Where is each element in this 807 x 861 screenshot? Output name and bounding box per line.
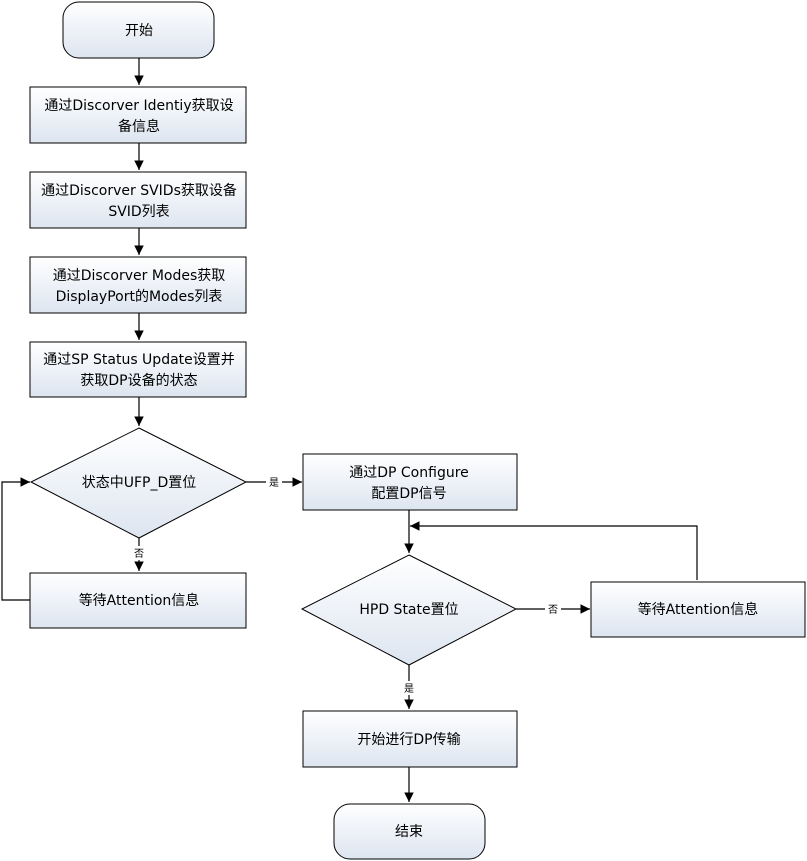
- edge-label-hpd-no: 否: [548, 604, 558, 616]
- node-start-label: 开始: [125, 23, 153, 39]
- edge-label-ufp-yes: 是: [269, 477, 279, 489]
- node-start: 开始: [62, 1, 215, 59]
- node-step3-line1: 通过Discorver Modes获取: [53, 268, 226, 284]
- edge-label-ufp-no: 否: [134, 548, 144, 560]
- edge-label-hpd-yes: 是: [404, 683, 414, 695]
- node-wait-left: 等待Attention信息: [29, 572, 247, 629]
- node-transfer-label: 开始进行DP传输: [357, 732, 460, 748]
- node-step3-line2: DisplayPort的Modes列表: [56, 289, 223, 305]
- node-step3: 通过Discorver Modes获取 DisplayPort的Modes列表: [29, 256, 247, 314]
- node-step4-line1: 通过SP Status Update设置并: [43, 352, 235, 368]
- node-configure: 通过DP Configure 配置DP信号: [302, 453, 518, 511]
- node-step4-line2: 获取DP设备的状态: [80, 372, 197, 389]
- node-configure-line2: 配置DP信号: [371, 486, 446, 502]
- node-transfer: 开始进行DP传输: [302, 710, 518, 768]
- node-step2: 通过Discorver SVIDs获取设备 SVID列表: [29, 171, 247, 229]
- connectors: [1, 58, 698, 802]
- node-end-label: 结束: [395, 824, 423, 840]
- node-wait-right: 等待Attention信息: [590, 581, 806, 638]
- node-step1-line1: 通过Discorver Identiy获取设: [44, 98, 233, 114]
- edge-wait-left-loop: [1, 477, 30, 601]
- node-step1: 通过Discorver Identiy获取设 备信息: [29, 86, 247, 144]
- node-configure-line1: 通过DP Configure: [349, 465, 469, 481]
- node-decision-hpd: HPD State置位: [300, 554, 518, 666]
- node-step2-line1: 通过Discorver SVIDs获取设备: [41, 182, 237, 199]
- node-step2-line2: SVID列表: [108, 204, 169, 220]
- node-end: 结束: [333, 803, 486, 860]
- node-step1-line2: 备信息: [118, 118, 160, 135]
- node-decision-ufp-label: 状态中UFP_D置位: [82, 475, 197, 491]
- node-wait-left-label: 等待Attention信息: [79, 592, 200, 609]
- node-decision-ufp: 状态中UFP_D置位: [29, 427, 248, 539]
- edge-wait-right-loop: [410, 521, 698, 580]
- node-step4: 通过SP Status Update设置并 获取DP设备的状态: [29, 341, 247, 398]
- node-decision-hpd-label: HPD State置位: [359, 602, 458, 618]
- node-wait-right-label: 等待Attention信息: [638, 601, 759, 618]
